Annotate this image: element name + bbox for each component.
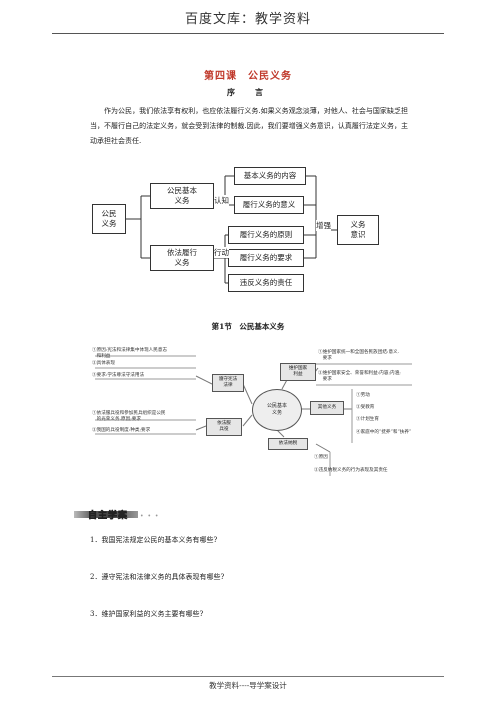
mm-center-label: 公民基本 义务 <box>266 403 287 416</box>
mm-other-note-3: ③计划生育 <box>356 417 379 422</box>
question-1: 1．我国宪法规定公民的基本义务有哪些? <box>90 536 218 544</box>
item-duty-content-label: 基本义务的内容 <box>243 171 297 180</box>
mm-box-national-interest: 维护国家 利益 <box>280 363 316 381</box>
mm-box-national-interest-label: 维护国家 利益 <box>288 366 308 377</box>
item-duty-principle-box: 履行义务的原则 <box>228 226 304 244</box>
label-enhance: 增强 <box>316 220 331 231</box>
mm-tax-note-1: ①原因 <box>314 455 328 460</box>
branch-perform-duty-label: 依法履行 义务 <box>167 248 197 267</box>
banner-bar <box>74 511 138 518</box>
mm-box-pay-taxes-label: 依法纳税 <box>278 441 298 446</box>
footer-divider <box>52 676 444 677</box>
item-duty-liability-label: 违反义务的责任 <box>239 278 293 287</box>
mm-left-note-3: ③要求:学法尊法守法用法 <box>92 373 145 378</box>
preface-paragraph: 作为公民，我们依法享有权利，也应依法履行义务.如果义务观念淡薄，对他人、社会与国… <box>90 107 408 145</box>
item-duty-content-box: 基本义务的内容 <box>234 167 306 185</box>
mm-left-bottom-note-1: ①依法服兵役和参加民兵组织是公民 的光荣义务.原因;要求 <box>92 411 166 422</box>
item-duty-requirement-box: 履行义务的要求 <box>228 249 304 267</box>
document-footer: 教学资料----导学案设计 <box>209 681 287 690</box>
mm-other-note-4: ④家庭中的“抚养”和“扶养” <box>356 430 412 435</box>
mindmap-lines <box>95 355 412 476</box>
question-3: 3．维护国家利益的义务主要有哪些? <box>90 610 204 618</box>
branch-basic-duty-label: 公民基本 义务 <box>167 186 197 205</box>
document-header: 百度文库：教学资料 <box>184 12 311 27</box>
mm-right-note-1: ①维护国家统一和全国各民族团结:意义. 要求 <box>318 350 400 361</box>
duty-awareness-box: 义务 意识 <box>337 215 379 245</box>
item-duty-liability-box: 违反义务的责任 <box>228 274 304 292</box>
mm-left-note-2: ②具体表现 <box>92 361 115 366</box>
branch-perform-duty-box: 依法履行 义务 <box>150 245 214 271</box>
mm-center-node: 公民基本 义务 <box>252 389 302 431</box>
branch-basic-duty-box: 公民基本 义务 <box>150 183 214 209</box>
item-duty-principle-label: 履行义务的原则 <box>239 230 293 239</box>
item-duty-significance-label: 履行义务的意义 <box>242 200 296 209</box>
banner-text: 自主学案 <box>88 511 129 522</box>
mm-left-note-1: ①原因:宪法和法律集中体现人民意志 和利益 <box>92 348 168 359</box>
header-divider <box>52 33 444 34</box>
mm-box-military-service-label: 依法服 兵役 <box>217 421 231 432</box>
mm-tax-note-2: ②违反纳税义务的行为表现及其责任 <box>314 468 388 473</box>
mm-box-other-duties: 其他义务 <box>310 401 344 415</box>
mm-other-note-1: ①劳动 <box>356 393 370 398</box>
label-action: 行动 <box>214 247 229 258</box>
section-title: 第1节 公民基本义务 <box>211 322 285 331</box>
self-study-banner: 自主学案 • • • <box>74 508 180 522</box>
mm-box-military-service: 依法服 兵役 <box>206 418 242 436</box>
question-2: 2．遵守宪法和法律义务的具体表现有哪些? <box>90 573 225 581</box>
mm-other-note-2: ②受教育 <box>356 405 375 410</box>
item-duty-significance-box: 履行义务的意义 <box>234 196 304 214</box>
mm-box-pay-taxes: 依法纳税 <box>268 438 308 450</box>
preface-title: 序 言 <box>227 87 269 97</box>
mm-right-note-2: ②维护国家安全、荣誉和利益:内容;内涵; 要求 <box>318 371 401 382</box>
mm-box-obey-constitution: 遵守宪法 法律 <box>212 374 244 392</box>
lesson-title: 第四课 公民义务 <box>204 71 292 82</box>
label-recognize: 认知 <box>214 195 229 206</box>
mm-box-obey-constitution-label: 遵守宪法 法律 <box>218 377 238 388</box>
mm-left-bottom-note-2: ②我国的兵役制度:种类;要求 <box>92 428 151 433</box>
duty-awareness-label: 义务 意识 <box>350 220 366 239</box>
diagram-root-box: 公民 义务 <box>92 204 126 234</box>
banner-dots: • • • <box>140 513 160 520</box>
mm-box-other-duties-label: 其他义务 <box>317 405 337 410</box>
item-duty-requirement-label: 履行义务的要求 <box>239 253 293 262</box>
diagram-root-label: 公民 义务 <box>101 209 117 228</box>
